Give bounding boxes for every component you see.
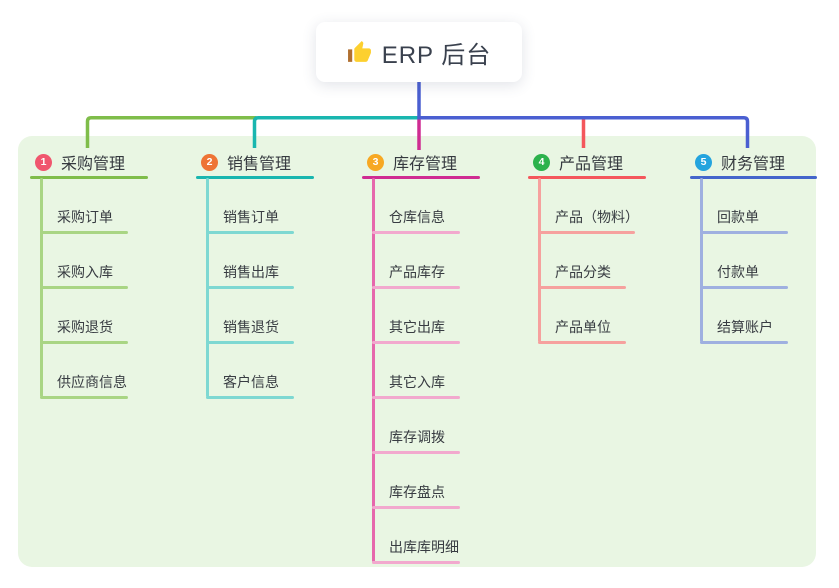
node-underline: [372, 231, 460, 234]
node-underline: [700, 286, 788, 289]
node-label: 客户信息: [223, 374, 279, 390]
node-label: 产品单位: [555, 319, 611, 335]
child-node[interactable]: 其它入库: [372, 370, 492, 399]
root-node-label: ERP 后台: [381, 41, 492, 69]
node-label: 采购入库: [57, 264, 113, 280]
child-node[interactable]: 产品（物料）: [538, 205, 658, 234]
child-node[interactable]: 客户信息: [206, 370, 326, 399]
node-underline: [40, 396, 128, 399]
node-label: 结算账户: [717, 319, 773, 335]
branch-child-connector: [700, 178, 703, 342]
child-node[interactable]: 销售订单: [206, 205, 326, 234]
node-label: 销售订单: [223, 209, 279, 225]
node-label: 销售出库: [223, 264, 279, 280]
node-underline: [372, 286, 460, 289]
branch-child-connector: [372, 178, 375, 562]
priority-2-badge: 2: [201, 153, 218, 171]
node-underline: [40, 286, 128, 289]
child-node[interactable]: 采购退货: [40, 315, 160, 344]
node-underline: [206, 396, 294, 399]
priority-5-badge: 5: [695, 153, 712, 171]
priority-3-badge: 3: [367, 153, 384, 171]
branch-underline: [528, 175, 646, 179]
node-underline: [538, 286, 626, 289]
branch-label: 采购管理: [61, 156, 126, 173]
child-node[interactable]: 仓库信息: [372, 205, 492, 234]
node-label: 其它出库: [389, 319, 445, 335]
node-label: 产品库存: [389, 264, 445, 280]
node-underline: [206, 286, 294, 289]
branch-label: 产品管理: [559, 156, 624, 173]
node-label: 产品分类: [555, 264, 611, 280]
child-node[interactable]: 销售退货: [206, 315, 326, 344]
child-node[interactable]: 产品库存: [372, 260, 492, 289]
branch-child-connector: [538, 178, 541, 342]
node-underline: [372, 451, 460, 454]
node-underline: [206, 341, 294, 344]
child-node[interactable]: 库存调拨: [372, 425, 492, 454]
node-underline: [538, 341, 626, 344]
child-node[interactable]: 出库库明细: [372, 535, 492, 564]
branch-label: 库存管理: [393, 156, 458, 173]
branch-sales-heading[interactable]: 2 销售管理: [201, 150, 291, 174]
node-label: 销售退货: [223, 319, 279, 335]
child-node[interactable]: 销售出库: [206, 260, 326, 289]
branch-underline: [196, 175, 314, 179]
node-underline: [538, 231, 635, 234]
node-label: 库存盘点: [389, 484, 445, 500]
node-underline: [206, 231, 294, 234]
node-label: 仓库信息: [389, 209, 445, 225]
node-label: 采购订单: [57, 209, 113, 225]
branch-label: 财务管理: [721, 156, 786, 173]
branch-purchase-heading[interactable]: 1 采购管理: [35, 150, 125, 174]
branch-underline: [362, 175, 480, 179]
node-label: 产品（物料）: [555, 209, 639, 225]
branch-label: 销售管理: [227, 156, 292, 173]
child-node[interactable]: 供应商信息: [40, 370, 160, 399]
branch-finance-heading[interactable]: 5 财务管理: [695, 150, 785, 174]
node-underline: [700, 341, 788, 344]
node-label: 供应商信息: [57, 374, 127, 390]
child-node[interactable]: 结算账户: [700, 315, 820, 344]
child-node[interactable]: 采购订单: [40, 205, 160, 234]
child-node[interactable]: 产品单位: [538, 315, 658, 344]
node-label: 回款单: [717, 209, 759, 225]
node-underline: [40, 341, 128, 344]
child-node[interactable]: 产品分类: [538, 260, 658, 289]
child-node[interactable]: 其它出库: [372, 315, 492, 344]
priority-1-badge: 1: [35, 153, 52, 171]
node-underline: [372, 561, 460, 564]
branch-underline: [30, 175, 148, 179]
branch-product-heading[interactable]: 4 产品管理: [533, 150, 623, 174]
node-underline: [372, 341, 460, 344]
thumbs-up-icon: [347, 40, 372, 65]
child-node[interactable]: 采购入库: [40, 260, 160, 289]
priority-4-badge: 4: [533, 153, 550, 171]
branch-inventory-heading[interactable]: 3 库存管理: [367, 150, 457, 174]
node-underline: [372, 396, 460, 399]
node-label: 其它入库: [389, 374, 445, 390]
branch-underline: [690, 175, 817, 179]
node-label: 付款单: [717, 264, 759, 280]
child-node[interactable]: 付款单: [700, 260, 820, 289]
node-underline: [40, 231, 128, 234]
node-label: 库存调拨: [389, 429, 445, 445]
node-underline: [700, 231, 788, 234]
child-node[interactable]: 库存盘点: [372, 480, 492, 509]
node-label: 采购退货: [57, 319, 113, 335]
node-label: 出库库明细: [389, 539, 459, 555]
child-node[interactable]: 回款单: [700, 205, 820, 234]
branches-background-panel: [18, 136, 816, 567]
root-node[interactable]: ERP 后台: [316, 22, 522, 82]
node-underline: [372, 506, 460, 509]
